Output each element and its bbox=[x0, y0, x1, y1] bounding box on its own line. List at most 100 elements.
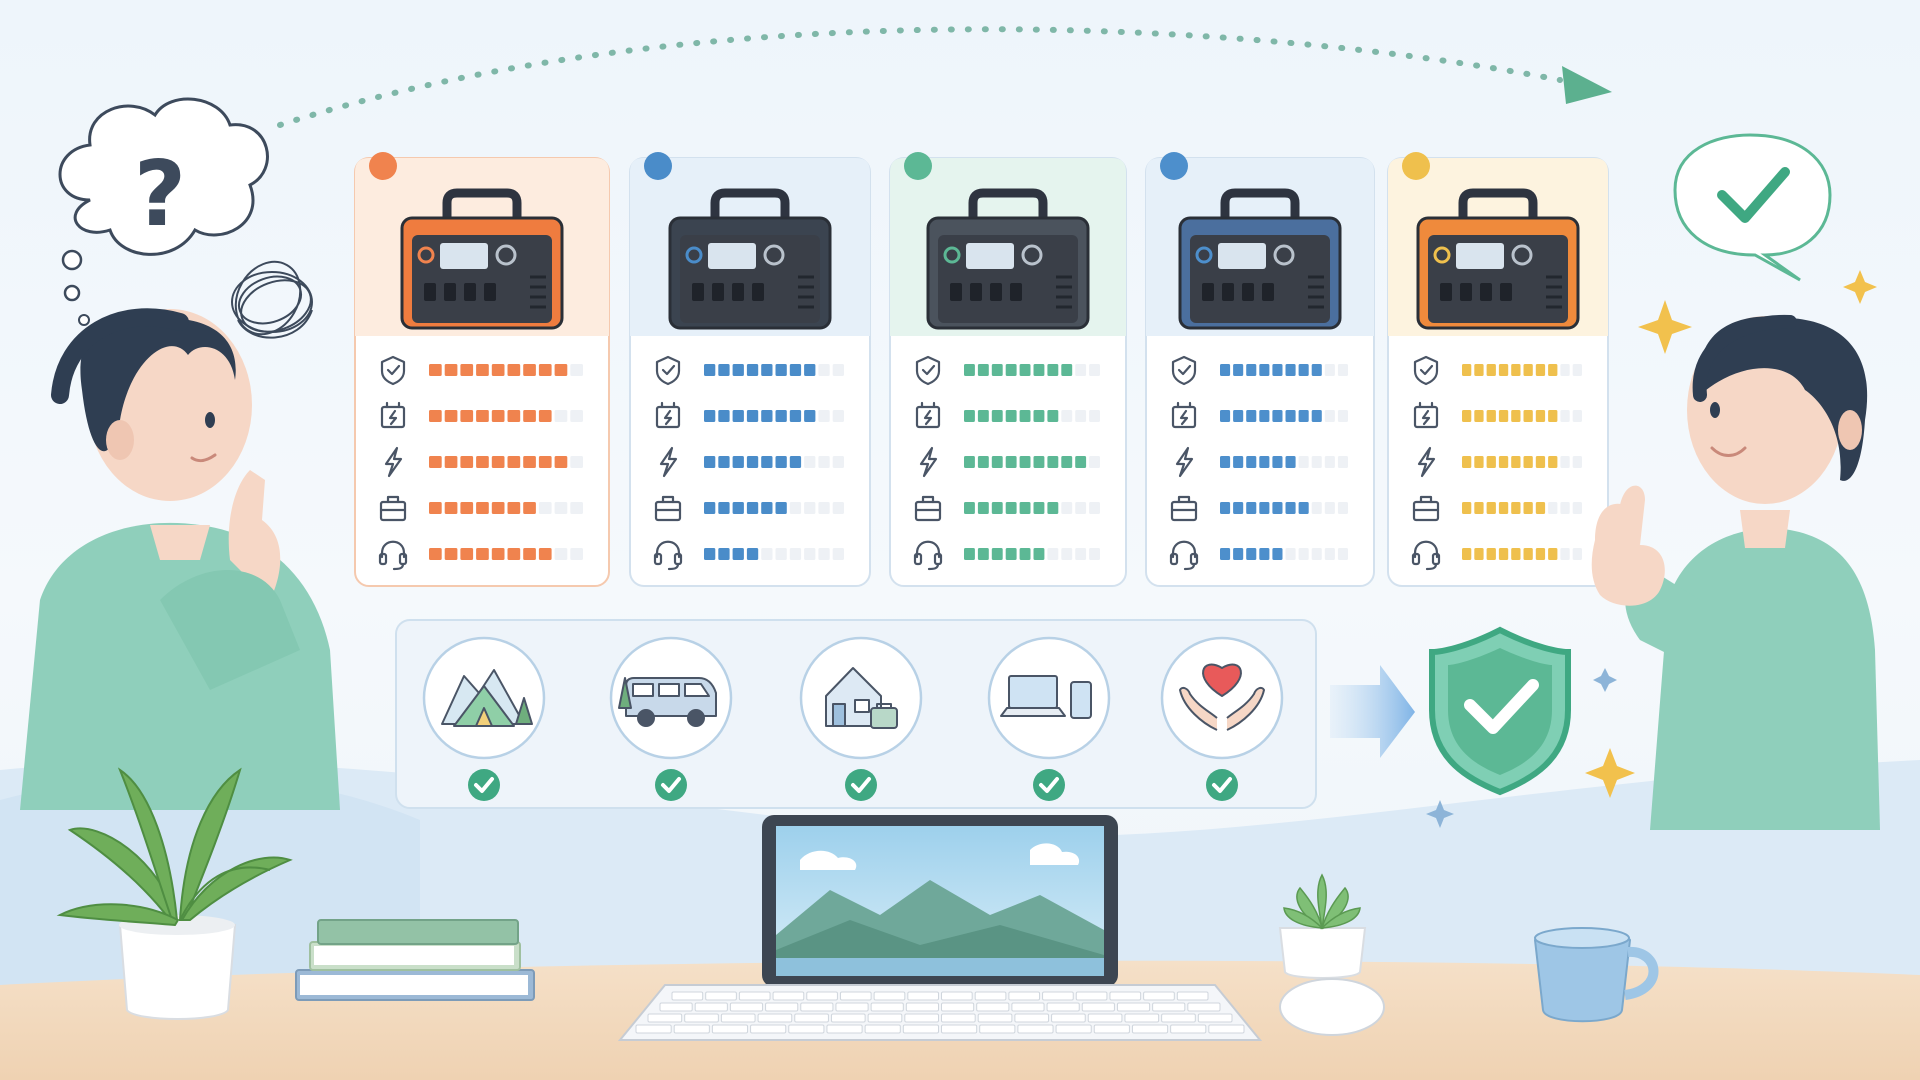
rating-segment bbox=[429, 364, 442, 376]
rating-segment bbox=[476, 502, 489, 514]
rating-segment bbox=[1033, 548, 1045, 560]
rating-segment bbox=[1285, 548, 1296, 560]
rating-segment bbox=[444, 364, 458, 376]
toolbox-icon bbox=[1412, 495, 1440, 522]
check-circle-icon bbox=[655, 769, 687, 801]
rating-segment bbox=[1498, 456, 1509, 468]
rating-segment bbox=[804, 364, 816, 376]
keyboard-key bbox=[673, 1024, 710, 1034]
rating-segment bbox=[804, 548, 816, 560]
toolbox-icon bbox=[654, 495, 682, 522]
rating-segment bbox=[789, 364, 802, 376]
headset-icon bbox=[1169, 540, 1199, 571]
keyboard-key bbox=[765, 1002, 799, 1012]
toolbox-icon bbox=[1170, 495, 1198, 522]
rating-segment bbox=[1005, 502, 1017, 514]
rating-segment bbox=[832, 502, 844, 514]
keyboard-key bbox=[974, 991, 1007, 1001]
keyboard-key bbox=[705, 991, 737, 1001]
rating-segment bbox=[1572, 456, 1582, 468]
rating-segment bbox=[1474, 548, 1484, 560]
rating-segment bbox=[1075, 548, 1087, 560]
home-backup-icon bbox=[825, 667, 898, 729]
rating-segment bbox=[1220, 364, 1231, 376]
rating-segment bbox=[746, 548, 759, 560]
rating-segment bbox=[832, 548, 844, 560]
power-station-product bbox=[668, 188, 832, 330]
rating-segment bbox=[1462, 410, 1472, 422]
keyboard-key bbox=[830, 1013, 866, 1023]
criteria-row bbox=[1413, 401, 1582, 429]
keyboard-key bbox=[794, 1013, 829, 1023]
rating-segment bbox=[761, 502, 773, 514]
rating-segment bbox=[1047, 364, 1059, 376]
rating-segment bbox=[554, 456, 568, 468]
rating-segment bbox=[1486, 456, 1496, 468]
rating-segment bbox=[991, 548, 1003, 560]
keyboard-key bbox=[1011, 1002, 1045, 1012]
shield-icon bbox=[915, 355, 941, 386]
rating-segment bbox=[460, 456, 474, 468]
rating-segment bbox=[1047, 548, 1059, 560]
shield-icon bbox=[1413, 355, 1439, 386]
rating-segment bbox=[1498, 410, 1509, 422]
use-case-item bbox=[987, 636, 1111, 801]
rating-segment bbox=[1486, 410, 1496, 422]
keyboard-key bbox=[729, 1002, 764, 1012]
rating-segment bbox=[491, 548, 505, 560]
battery-icon bbox=[1171, 401, 1197, 429]
rating-segment bbox=[1285, 502, 1296, 514]
rating-segment bbox=[1548, 502, 1558, 514]
rating-segment bbox=[1246, 410, 1257, 422]
rating-segment bbox=[1486, 364, 1496, 376]
check-circle-icon bbox=[1206, 769, 1238, 801]
criteria-row bbox=[378, 540, 583, 571]
keyboard-key bbox=[905, 1002, 939, 1012]
product-cards bbox=[354, 152, 1609, 587]
keyboard-key bbox=[873, 991, 906, 1001]
rating-segment bbox=[775, 548, 787, 560]
rating-segment bbox=[732, 548, 744, 560]
keyboard-key bbox=[671, 991, 704, 1001]
rating-segment bbox=[1572, 548, 1582, 560]
product-card bbox=[1387, 152, 1609, 587]
coffee-mug bbox=[1533, 927, 1659, 1023]
rating-segment bbox=[1019, 548, 1031, 560]
keyboard-key bbox=[1143, 991, 1175, 1001]
rating-segment bbox=[1075, 456, 1087, 468]
rating-segment bbox=[1498, 548, 1509, 560]
headset-icon bbox=[1411, 540, 1441, 571]
rating-segment bbox=[1089, 364, 1100, 376]
rating-segment bbox=[1324, 548, 1335, 560]
rating-segment bbox=[789, 410, 802, 422]
tangled-scribble-icon bbox=[231, 260, 313, 339]
computer-mouse bbox=[1279, 978, 1385, 1036]
heart-hands-icon bbox=[1179, 663, 1265, 731]
rating-segment bbox=[1324, 364, 1335, 376]
rating-segment bbox=[1324, 502, 1335, 514]
rating-segment bbox=[832, 410, 844, 422]
rating-segment bbox=[775, 502, 787, 514]
keyboard-key bbox=[1042, 991, 1074, 1001]
rating-segment bbox=[538, 456, 552, 468]
rating-segment bbox=[1033, 364, 1045, 376]
keyboard-key bbox=[941, 991, 973, 1001]
battery-icon bbox=[1413, 401, 1439, 429]
keyboard-key bbox=[979, 1024, 1016, 1034]
rating-segment bbox=[1047, 410, 1059, 422]
potted-plant bbox=[56, 767, 293, 1020]
satisfied-person bbox=[1591, 314, 1880, 830]
rating-segment bbox=[1075, 502, 1087, 514]
rating-segment bbox=[1005, 364, 1017, 376]
rating-segment bbox=[507, 502, 521, 514]
criteria-row bbox=[379, 495, 583, 522]
keyboard-key bbox=[976, 1002, 1010, 1012]
rating-segment bbox=[1233, 456, 1244, 468]
rating-segment bbox=[991, 502, 1003, 514]
rating-segment bbox=[1474, 456, 1484, 468]
rating-segment bbox=[491, 410, 505, 422]
rating-segment bbox=[1075, 364, 1087, 376]
camping-tent-icon bbox=[441, 669, 533, 727]
